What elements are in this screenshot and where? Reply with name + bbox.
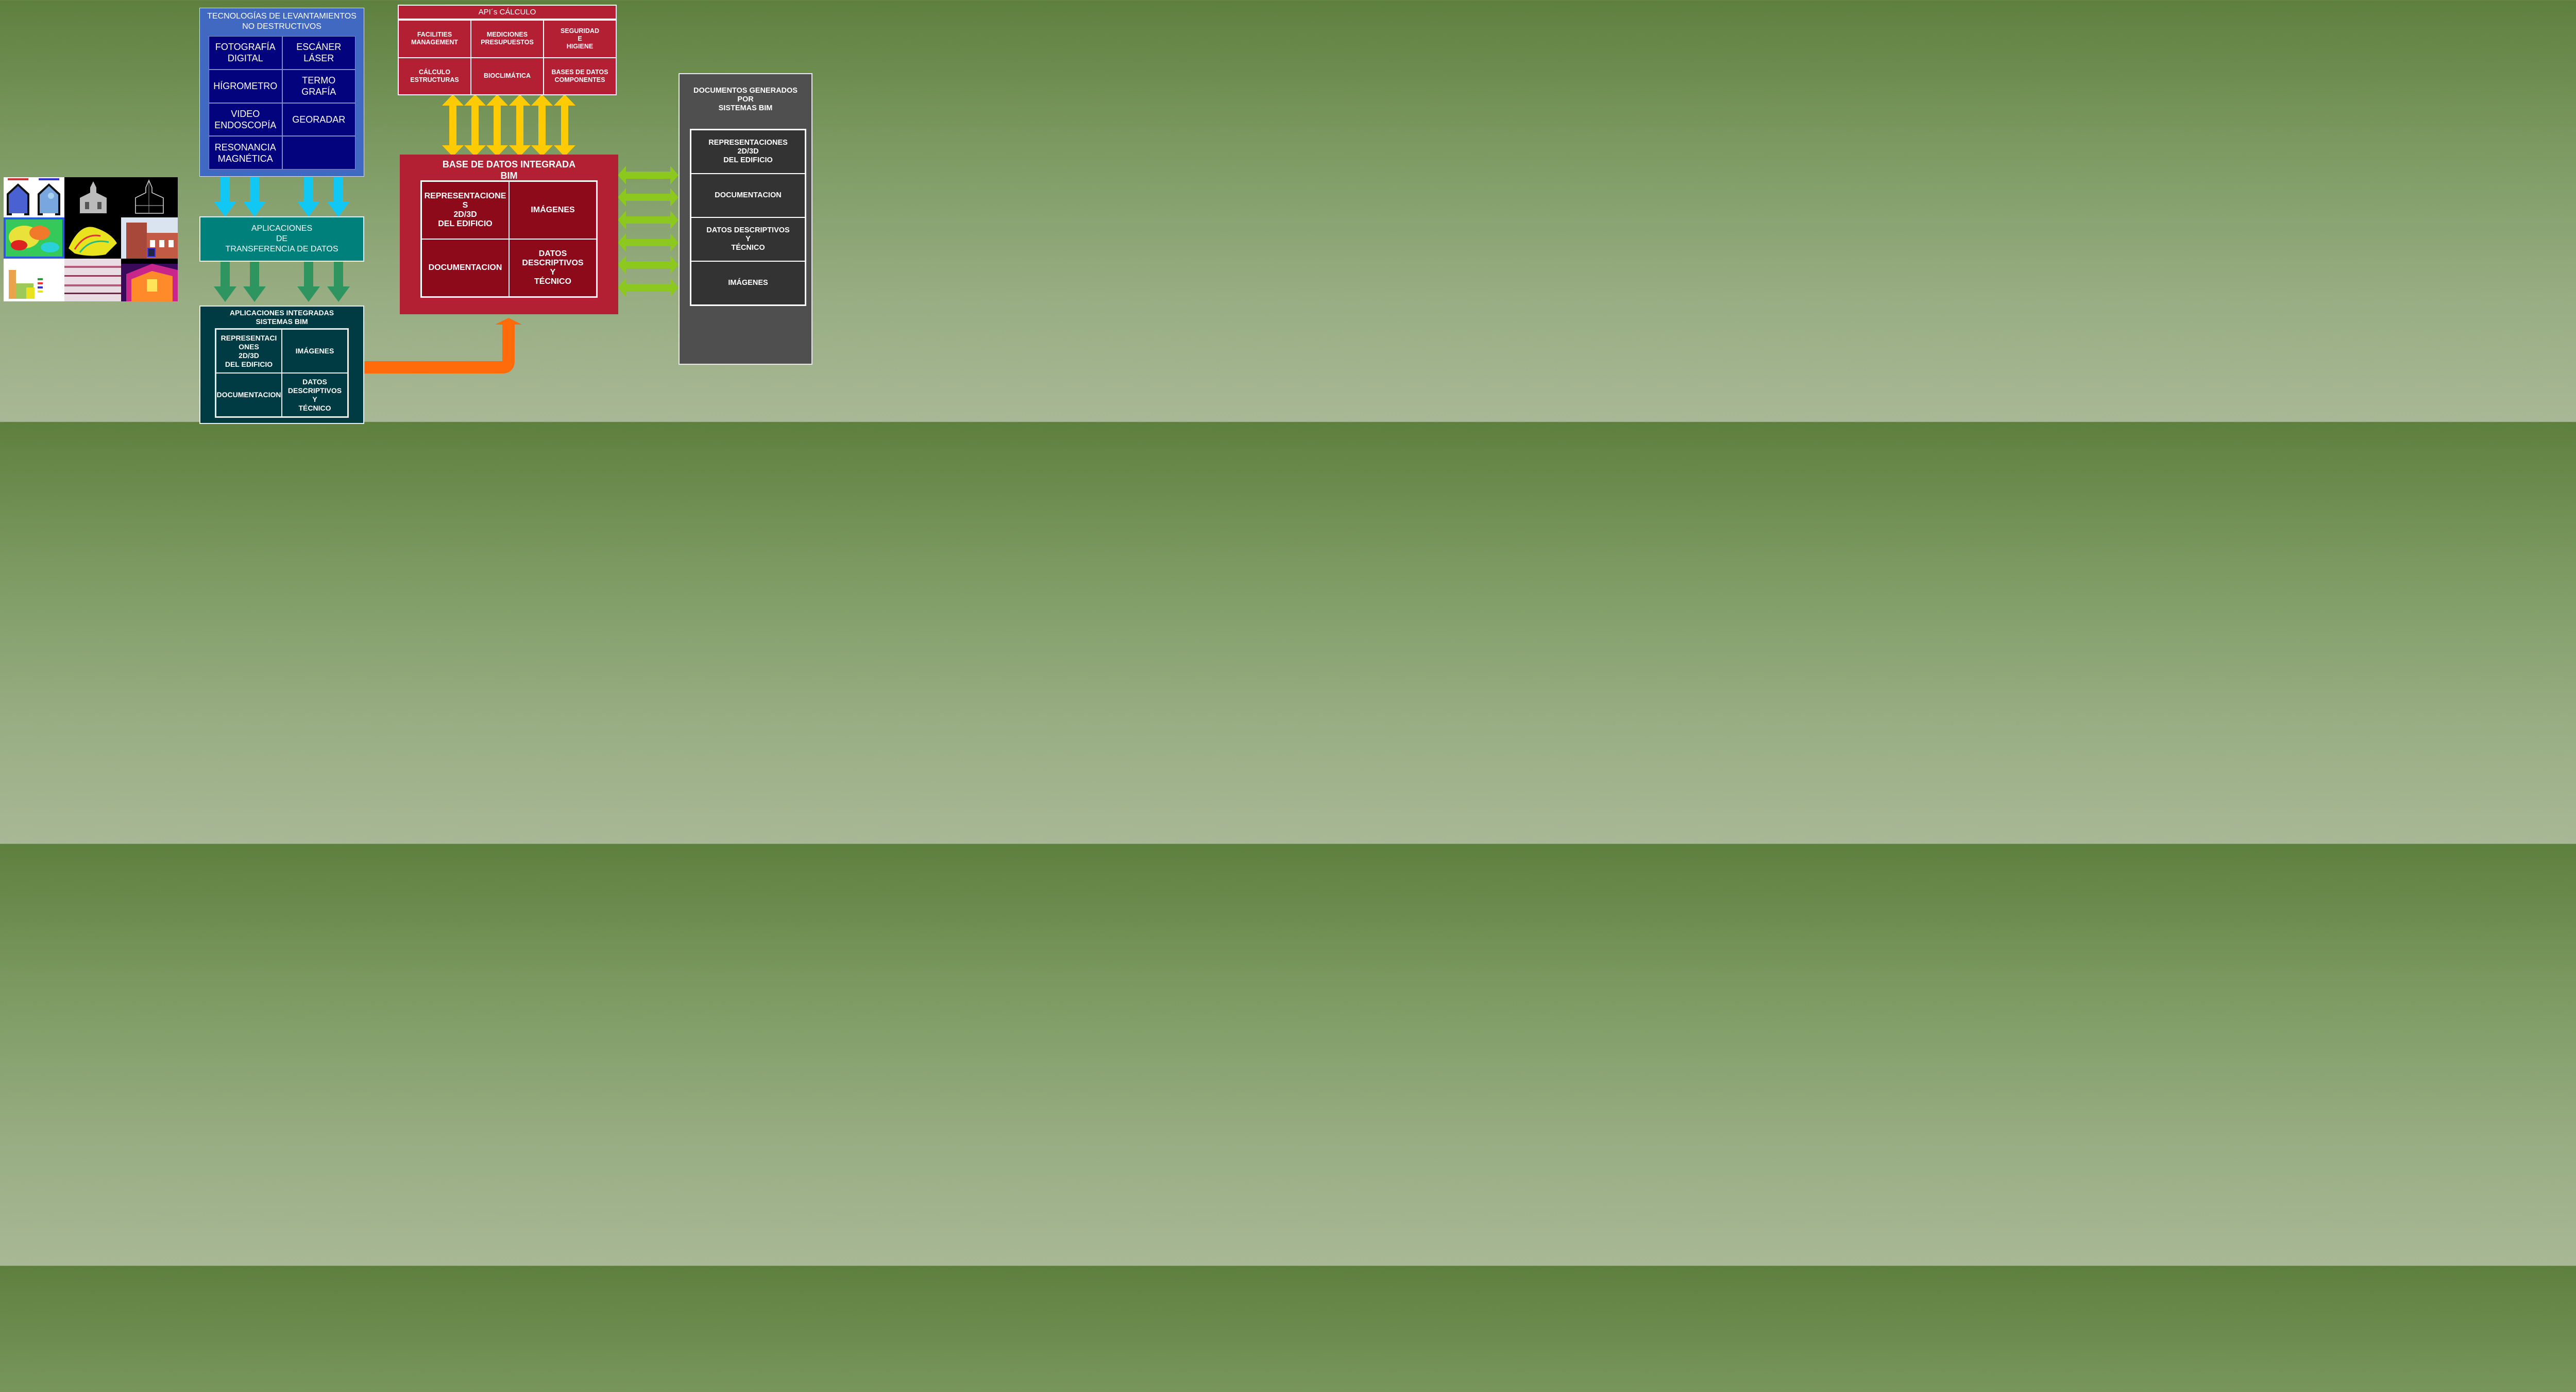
api-cell: MEDICIONES PRESUPUESTOS — [471, 21, 543, 57]
integrated-bim-apps-box: APLICACIONES INTEGRADAS SISTEMAS BIM REP… — [199, 305, 364, 424]
technique-cell: ESCÁNER LÁSER — [282, 36, 355, 70]
technique-cell: TERMO GRAFÍA — [282, 69, 355, 103]
yellow-double-arrow — [486, 94, 508, 157]
document-cell: DATOS DESCRIPTIVOS Y TÉCNICO — [691, 217, 805, 261]
survey-image-mosaic — [4, 177, 178, 301]
data-transfer-apps-box: APLICACIONES DE TRANSFERENCIA DE DATOS — [199, 216, 364, 262]
green-arrow — [243, 262, 266, 302]
bim-cell: DATOS DESCRIPTIVOS Y TÉCNICO — [509, 239, 597, 297]
bim-database-title: BASE DE DATOS INTEGRADA BIM — [442, 159, 576, 181]
cyan-arrow — [327, 177, 350, 217]
georadar-map-image — [4, 217, 64, 259]
thermal-section-image — [4, 177, 64, 217]
bim-database-box: BASE DE DATOS INTEGRADA BIM REPRESENTACI… — [400, 155, 618, 314]
laser-scan-church-image — [64, 177, 121, 217]
document-cell: REPRESENTACIONES 2D/3D DEL EDIFICIO — [691, 130, 805, 174]
technique-cell: VIDEO ENDOSCOPÍA — [209, 103, 282, 137]
technique-cell: HÍGROMETRO — [209, 69, 282, 103]
lime-double-arrow — [618, 166, 679, 184]
laser-scan-wireframe-image — [121, 177, 178, 217]
building-diagram-image — [4, 259, 64, 301]
lime-double-arrow — [618, 211, 679, 229]
generated-documents-list: REPRESENTACIONES 2D/3D DEL EDIFICIO DOCU… — [690, 129, 806, 306]
document-cell: DOCUMENTACION — [691, 174, 805, 217]
generated-documents-title: DOCUMENTOS GENERADOS POR SISTEMAS BIM — [693, 87, 798, 112]
api-calculation-title: API´s CÁLCULO — [398, 5, 617, 20]
api-cell: BASES DE DATOS COMPONENTES — [544, 58, 616, 94]
yellow-double-arrow — [509, 94, 531, 157]
technique-cell: GEORADAR — [282, 103, 355, 137]
vault-3d-model-image — [64, 217, 121, 259]
integrated-bim-apps-title: APLICACIONES INTEGRADAS SISTEMAS BIM — [229, 309, 334, 326]
lime-double-arrow — [618, 188, 679, 207]
technique-cell: RESONANCIA MAGNÉTICA — [209, 136, 282, 169]
lime-double-arrow — [618, 278, 679, 297]
green-arrow — [327, 262, 350, 302]
lime-double-arrow — [618, 233, 679, 252]
yellow-double-arrow — [464, 94, 486, 157]
green-arrow — [214, 262, 236, 302]
api-cell: CÁLCULO ESTRUCTURAS — [399, 58, 470, 94]
api-cell: SEGURIDAD E HIGIENE — [544, 21, 616, 57]
integrated-cell: IMÁGENES — [282, 329, 348, 373]
yellow-double-arrow — [554, 94, 575, 157]
technique-cell-empty — [282, 136, 355, 169]
api-cell: BIOCLIMÁTICA — [471, 58, 543, 94]
integrated-bim-apps-grid: REPRESENTACI ONES 2D/3D DEL EDIFICIO IMÁ… — [215, 328, 349, 418]
api-cell: FACILITIES MANAGEMENT — [399, 21, 470, 57]
bim-cell: DOCUMENTACION — [421, 239, 509, 297]
orange-connector-arrow — [364, 318, 522, 374]
yellow-double-arrow — [442, 94, 464, 157]
bim-cell: IMÁGENES — [509, 181, 597, 239]
endoscopy-tower-image — [121, 217, 178, 259]
technique-cell: FOTOGRAFÍA DIGITAL — [209, 36, 282, 70]
georadar-profile-image — [64, 259, 121, 301]
document-cell: IMÁGENES — [691, 261, 805, 305]
survey-technologies-grid: FOTOGRAFÍA DIGITAL ESCÁNER LÁSER HÍGROME… — [209, 36, 355, 169]
lime-double-arrow — [618, 256, 679, 274]
bim-cell: REPRESENTACIONE S 2D/3D DEL EDIFICIO — [421, 181, 509, 239]
cyan-arrow — [243, 177, 266, 217]
green-arrow — [297, 262, 320, 302]
integrated-cell: REPRESENTACI ONES 2D/3D DEL EDIFICIO — [216, 329, 282, 373]
api-calculation-box: API´s CÁLCULO FACILITIES MANAGEMENT MEDI… — [398, 5, 617, 95]
api-calculation-grid: FACILITIES MANAGEMENT MEDICIONES PRESUPU… — [398, 20, 617, 95]
integrated-cell: DATOS DESCRIPTIVOS Y TÉCNICO — [282, 373, 348, 417]
cyan-arrow — [297, 177, 320, 217]
integrated-cell: DOCUMENTACION — [216, 373, 282, 417]
yellow-double-arrow — [531, 94, 553, 157]
connector-arrows — [214, 94, 679, 374]
survey-technologies-title: TECNOLOGÍAS DE LEVANTAMIENTOS NO DESTRUC… — [207, 12, 357, 31]
bim-database-grid: REPRESENTACIONE S 2D/3D DEL EDIFICIO IMÁ… — [420, 180, 598, 298]
survey-technologies-box: TECNOLOGÍAS DE LEVANTAMIENTOS NO DESTRUC… — [199, 8, 364, 177]
generated-documents-box: DOCUMENTOS GENERADOS POR SISTEMAS BIM RE… — [679, 73, 812, 365]
thermography-image — [121, 259, 178, 301]
cyan-arrow — [214, 177, 236, 217]
